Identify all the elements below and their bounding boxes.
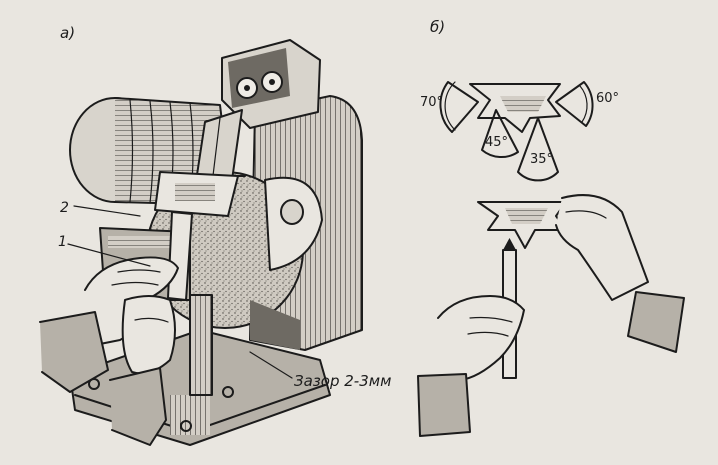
angle-35: 35°	[530, 152, 553, 167]
callout-2: 2	[60, 200, 69, 216]
angle-gauge-diagram	[439, 81, 594, 182]
gauge-usage-drawing	[417, 194, 685, 437]
grinding-machine-drawing	[39, 39, 363, 446]
gap-note: Зазор 2-3мм	[294, 372, 391, 390]
panel-b-label: б)	[430, 18, 445, 36]
angle-45: 45°	[485, 135, 508, 150]
angle-60: 60°	[596, 91, 619, 106]
angle-70: 70°	[420, 95, 443, 110]
callout-1: 1	[58, 234, 67, 250]
panel-a-label: а)	[60, 24, 75, 42]
